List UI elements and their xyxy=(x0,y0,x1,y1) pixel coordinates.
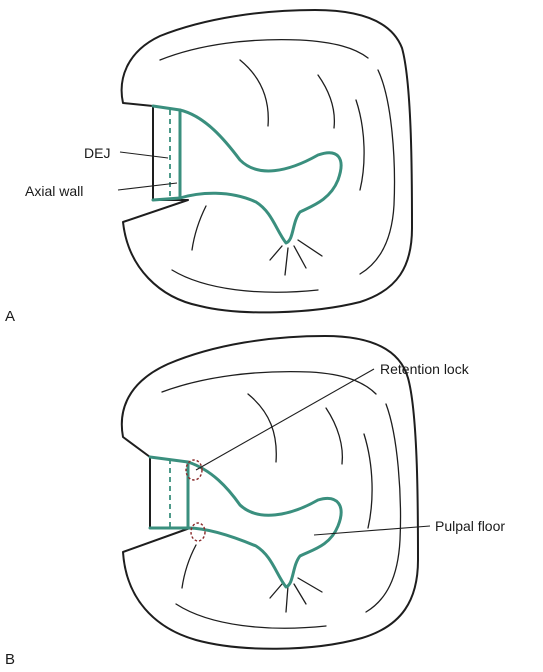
tooth-a-cusp-line-1 xyxy=(240,60,268,126)
tooth-b-ridge-upper xyxy=(162,372,376,394)
tooth-b-cusp-line-1 xyxy=(248,394,276,462)
tooth-a-outline xyxy=(122,10,412,312)
preparation-outline-b xyxy=(150,457,341,587)
retention-lock-label: Retention lock xyxy=(380,361,470,377)
pulpal-floor-leader xyxy=(314,526,430,535)
tooth-b-fissure-3 xyxy=(294,584,306,604)
tooth-b-cusp-line-3 xyxy=(364,434,372,528)
tooth-a-fissure-1 xyxy=(270,246,282,260)
tooth-b-cusp-line-2 xyxy=(326,408,342,464)
tooth-a-fissure-4 xyxy=(298,240,322,256)
tooth-b-ridge-lower xyxy=(176,604,326,628)
figure-a: DEJ Axial wall A xyxy=(5,10,412,325)
tooth-b-fissure-4 xyxy=(298,578,322,592)
pulpal-floor-label: Pulpal floor xyxy=(435,518,505,534)
tooth-a-cusp-line-4 xyxy=(192,206,206,250)
tooth-a-fissure-2 xyxy=(285,248,288,275)
tooth-a-fissure-3 xyxy=(294,246,306,268)
axial-wall-leader xyxy=(118,183,177,190)
panel-label-a: A xyxy=(5,308,15,325)
tooth-a-cusp-line-2 xyxy=(318,75,334,128)
tooth-a-ridge-upper xyxy=(160,40,368,60)
tooth-b-outline xyxy=(122,336,418,649)
retention-lock-leader xyxy=(196,369,374,470)
panel-label-b: B xyxy=(5,651,15,668)
figure-b: Retention lock Pulpal floor B xyxy=(5,336,505,668)
tooth-a-ridge-lower xyxy=(172,270,318,292)
tooth-b-fissure-1 xyxy=(270,584,282,598)
tooth-b-cusp-line-4 xyxy=(182,545,196,588)
axial-wall-label: Axial wall xyxy=(25,183,83,199)
tooth-a-cusp-line-3 xyxy=(356,100,364,190)
tooth-b-fissure-2 xyxy=(286,586,288,612)
dej-leader xyxy=(120,152,168,158)
dej-label: DEJ xyxy=(84,145,110,161)
retention-lock-lower xyxy=(191,523,205,541)
tooth-a-ridge-right xyxy=(360,70,394,274)
